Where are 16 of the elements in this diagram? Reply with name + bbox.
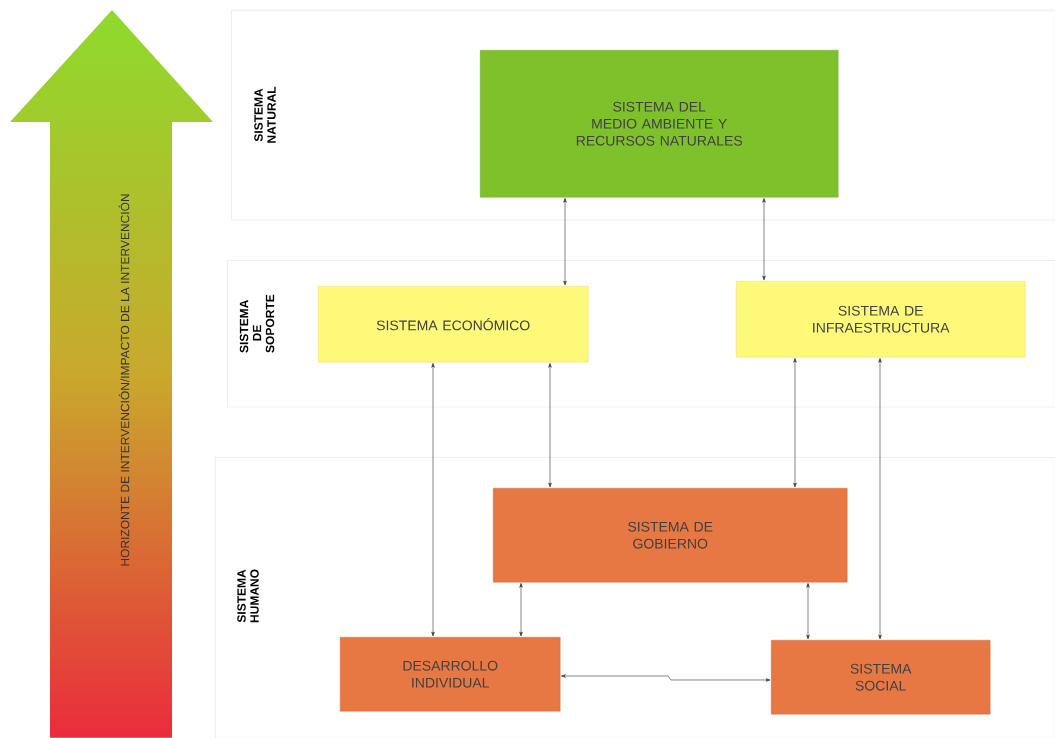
arrow: [793, 358, 797, 488]
arrow: [548, 363, 552, 488]
arrow: [561, 674, 771, 682]
arrow: [431, 363, 435, 637]
system-box: SISTEMA SOCIAL: [771, 640, 991, 715]
arrow: [806, 583, 810, 640]
system-box: SISTEMA DE INFRAESTRUCTURA: [736, 281, 1026, 358]
arrow: [878, 358, 882, 640]
system-box: SISTEMA DEL MEDIO AMBIENTE Y RECURSOS NATURALES: [480, 50, 839, 198]
arrow: [563, 198, 567, 286]
system-box: SISTEMA DE GOBIERNO: [493, 488, 848, 583]
arrow: [762, 198, 766, 281]
gradient-arrow: HORIZONTE DE INTERVENCIÓN/IMPACTO DE LA INTERVENCIÓN: [118, 194, 130, 566]
arrow: [519, 583, 523, 637]
system-box: DESARROLLO INDIVIDUAL: [340, 637, 561, 712]
system-box: SISTEMA ECONÓMICO: [318, 286, 589, 363]
